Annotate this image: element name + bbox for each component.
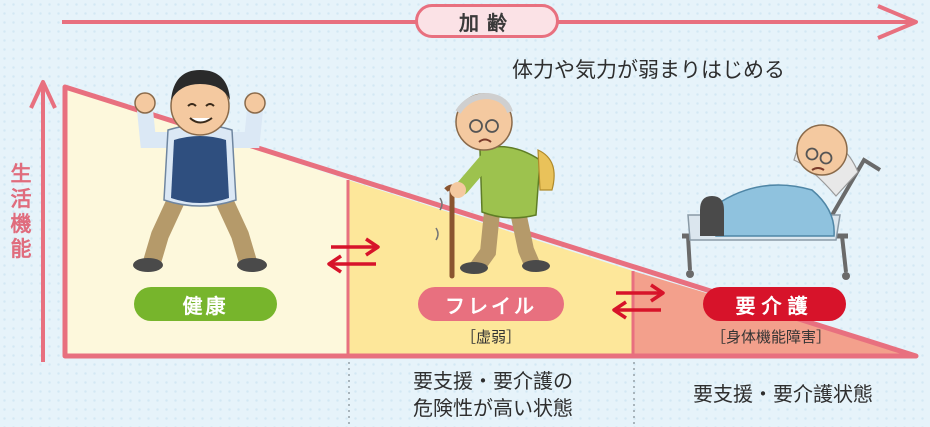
y-axis-label: 生活機能: [10, 162, 32, 261]
stage-pill-frail: フレイル: [418, 287, 564, 321]
subtitle-text: 体力や気力が弱まりはじめる: [512, 58, 785, 82]
vertical-axis-arrowhead: [29, 80, 57, 109]
transition-arrows-health-frail: [327, 237, 380, 274]
aging-arrowhead: [877, 4, 918, 40]
healthy-man-illustration: [133, 70, 267, 272]
note-care-zone: 要支援・要介護状態: [693, 382, 873, 406]
aging-label: 加齢: [415, 4, 559, 38]
bedridden-elder-illustration: [682, 124, 882, 280]
zone-health: [65, 87, 348, 356]
stage-pill-health: 健康: [134, 287, 277, 321]
stage-pill-care: 要介護: [703, 287, 846, 321]
care-sublabel: ［身体機能障害］: [711, 328, 832, 346]
frail-elder-illustration: [435, 92, 555, 279]
transition-arrows-frail-care: [612, 283, 665, 320]
frail-sublabel: ［虚弱］: [461, 328, 522, 346]
note-frail-zone: 要支援・要介護の 危険性が高い状態: [413, 369, 573, 420]
